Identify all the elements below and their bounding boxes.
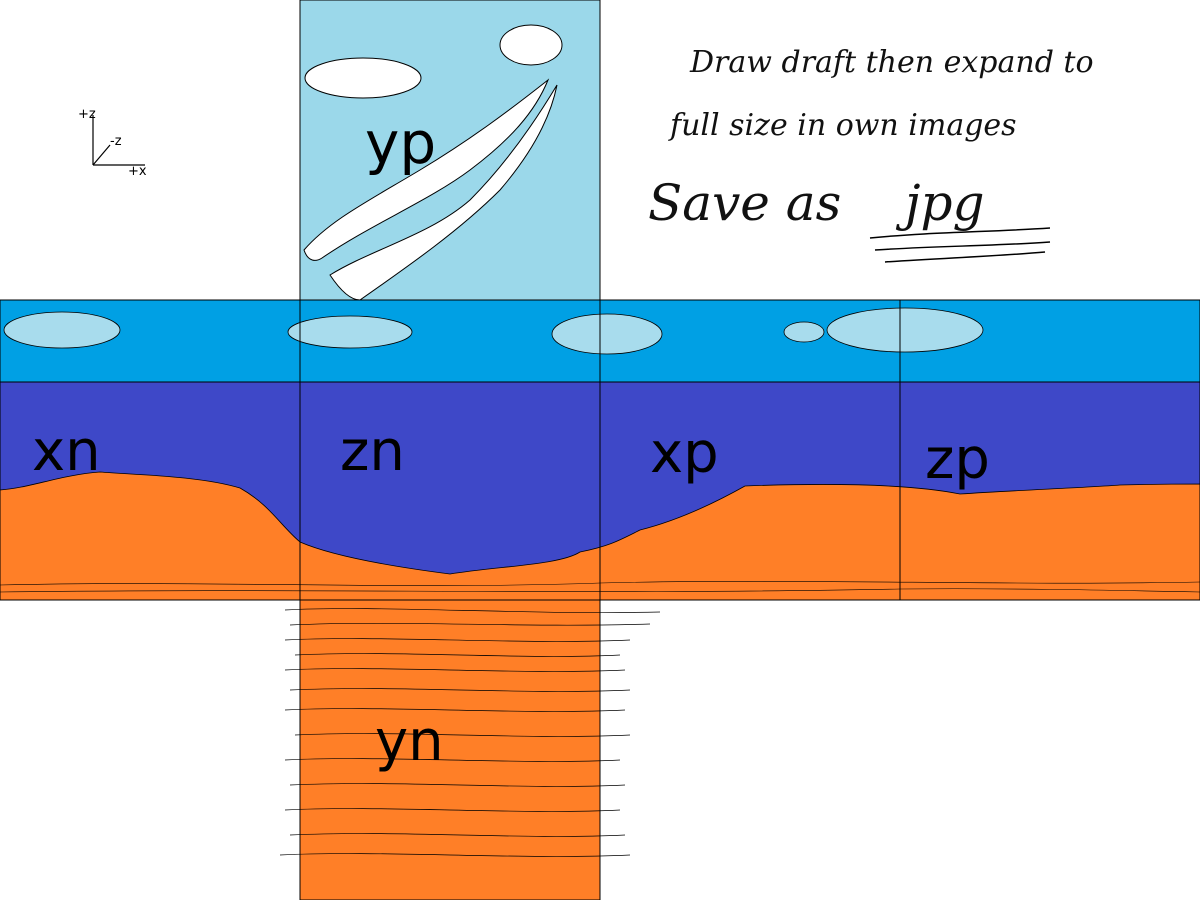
face-label-xp: xp (650, 421, 719, 486)
face-label-xn: xn (32, 419, 101, 484)
cloud-band-5 (826, 307, 984, 353)
face-label-zn: zn (340, 419, 405, 484)
contrail-long (303, 78, 550, 261)
cloud-band-4 (783, 321, 825, 343)
axis-label-neg-z: -z (110, 134, 122, 149)
axis-gizmo (92, 115, 145, 166)
note-line-1: Draw draft then expand to (689, 45, 1094, 80)
format-underline (869, 227, 1051, 263)
face-yn-background (300, 600, 600, 900)
cloud-yp-right (499, 24, 563, 66)
cloud-band-3 (551, 313, 663, 355)
face-label-yp: yp (365, 109, 436, 177)
axis-label-x: +x (128, 164, 147, 179)
axis-label-z: +z (78, 107, 96, 122)
contrail-short (329, 84, 558, 301)
face-label-zp: zp (925, 427, 990, 492)
cloud-band-2 (287, 315, 413, 349)
cloud-yp-left (304, 57, 422, 99)
face-label-yn: yn (375, 709, 444, 774)
note-format: jpg (895, 174, 985, 232)
note-line-2: full size in own images (668, 108, 1017, 143)
note-save: Save as (648, 174, 841, 232)
cloud-band-1 (3, 311, 121, 349)
yn-texture-lines (279, 608, 661, 857)
